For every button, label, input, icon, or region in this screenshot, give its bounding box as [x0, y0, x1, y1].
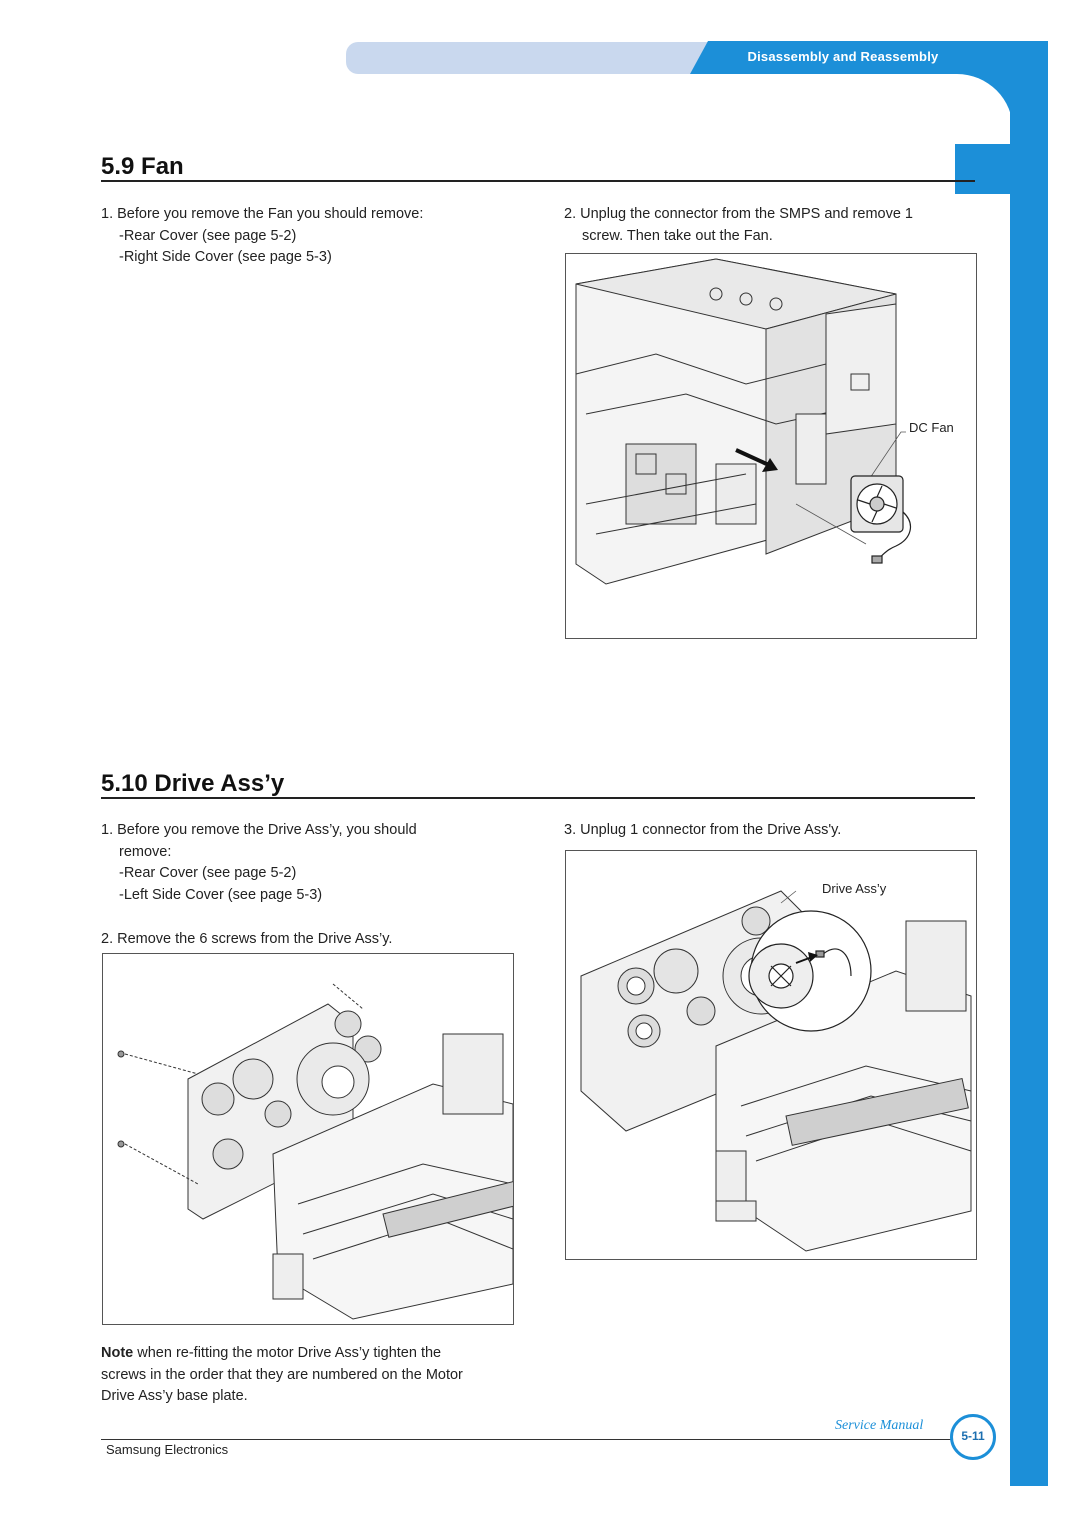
page-number-badge: 5-11 — [950, 1414, 996, 1460]
page-number: 5-11 — [961, 1429, 985, 1443]
note-line1: when re-fitting the motor Drive Ass’y ti… — [133, 1345, 442, 1361]
header-label: Disassembly and Reassembly — [747, 49, 939, 64]
section-title-fan: 5.9 Fan — [101, 153, 184, 180]
drive-step-1-line2: remove: — [119, 843, 172, 860]
drive-step-1-line1: 1. Before you remove the Drive Ass’y, yo… — [101, 822, 417, 838]
header-tab — [690, 41, 1048, 74]
fan-step-1-item: -Right Side Cover (see page 5-3) — [119, 249, 332, 265]
note-label: Note — [101, 1345, 134, 1361]
removal-arrow — [735, 448, 778, 472]
fan-step-2-line1: 2. Unplug the connector from the SMPS an… — [564, 206, 913, 222]
fan-step-2-line2: screw. Then take out the Fan. — [582, 227, 773, 244]
drive-connector-figure: Drive Ass’y — [565, 850, 977, 1260]
fan-illustration — [575, 258, 912, 585]
drive-assy-callout: Drive Ass’y — [822, 881, 887, 896]
drive-step-1-item: -Rear Cover (see page 5-2) — [119, 865, 297, 881]
fan-step-1: 1. Before you remove the Fan you should … — [101, 204, 521, 269]
note: Note when re-fitting the motor Drive Ass… — [101, 1343, 531, 1408]
unplug-arrow — [795, 952, 818, 964]
fan-step-2: 2. Unplug the connector from the SMPS an… — [564, 204, 984, 247]
drive-step-2: 2. Remove the 6 screws from the Drive As… — [101, 931, 393, 947]
fan-figure: DC Fan — [565, 253, 977, 639]
footer-company: Samsung Electronics — [106, 1442, 229, 1457]
section-rule — [101, 180, 975, 182]
dc-fan-callout: DC Fan — [909, 420, 954, 435]
note-line2: screws in the order that they are number… — [101, 1366, 463, 1383]
fan-step-1-item: -Rear Cover (see page 5-2) — [119, 227, 297, 244]
drive-screws-figure — [102, 953, 526, 1325]
drive-connector-illustration — [580, 890, 972, 1252]
note-line3: Drive Ass’y base plate. — [101, 1388, 248, 1404]
drive-step-1: 1. Before you remove the Drive Ass’y, yo… — [101, 820, 521, 906]
header-tab-background — [346, 42, 726, 74]
footer-rule — [101, 1439, 951, 1440]
section-rule — [101, 797, 975, 799]
fan-step-1-text: 1. Before you remove the Fan you should … — [101, 206, 424, 222]
drive-screws-illustration — [117, 983, 526, 1320]
drive-step-3: 3. Unplug 1 connector from the Drive Ass… — [564, 822, 842, 838]
side-band — [1010, 74, 1048, 1486]
drive-step-1-item: -Left Side Cover (see page 5-3) — [119, 886, 323, 903]
service-manual-label: Service Manual — [835, 1418, 924, 1433]
zoom-detail — [748, 910, 872, 1032]
section-title-drive: 5.10 Drive Ass’y — [101, 770, 285, 797]
dc-fan — [850, 475, 912, 564]
